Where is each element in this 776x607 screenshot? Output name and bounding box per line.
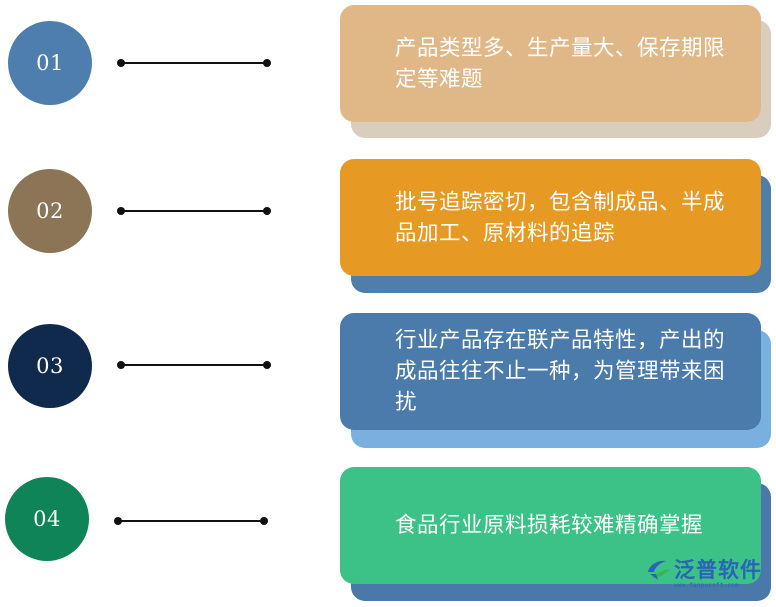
- item-number-badge: 04: [5, 477, 89, 561]
- item-number-badge: 03: [8, 324, 92, 408]
- item-card-text: 产品类型多、生产量大、保存期限定等难题: [395, 35, 726, 92]
- connector-dot: [260, 517, 268, 525]
- connector-dot: [263, 207, 271, 215]
- connector-dot: [263, 59, 271, 67]
- brand-logo: 泛普软件 www.fanpusoft.com: [646, 557, 772, 593]
- item-card: 批号追踪密切，包含制成品、半成品加工、原材料的追踪: [340, 159, 761, 276]
- item-row-3: 03 行业产品存在联产品特性，产出的成品往往不止一种，为管理带来困扰: [0, 0, 776, 448]
- item-card-text: 行业产品存在联产品特性，产出的成品往往不止一种，为管理带来困扰: [395, 328, 726, 415]
- connector-dot: [117, 361, 125, 369]
- connector-line: [117, 207, 271, 215]
- brand-name: 泛普软件: [674, 558, 762, 582]
- connector-line: [117, 361, 271, 369]
- item-row-2: 02 批号追踪密切，包含制成品、半成品加工、原材料的追踪: [0, 0, 776, 293]
- brand-mark-icon: [648, 560, 670, 580]
- connector-line: [117, 59, 271, 67]
- connector-dot: [117, 59, 125, 67]
- item-card: 食品行业原料损耗较难精确掌握: [340, 467, 761, 584]
- item-card-text: 食品行业原料损耗较难精确掌握: [395, 513, 704, 538]
- brand-url: www.fanpusoft.com: [674, 582, 739, 589]
- connector-line: [114, 517, 268, 525]
- item-row-1: 01 产品类型多、生产量大、保存期限定等难题: [0, 0, 776, 140]
- item-number-badge: 01: [8, 21, 92, 105]
- connector-dot: [117, 207, 125, 215]
- item-number-badge: 02: [8, 169, 92, 253]
- connector-dot: [263, 361, 271, 369]
- item-card-text: 批号追踪密切，包含制成品、半成品加工、原材料的追踪: [395, 189, 726, 246]
- item-card: 行业产品存在联产品特性，产出的成品往往不止一种，为管理带来困扰: [340, 313, 761, 430]
- item-card: 产品类型多、生产量大、保存期限定等难题: [340, 5, 761, 122]
- connector-dot: [114, 517, 122, 525]
